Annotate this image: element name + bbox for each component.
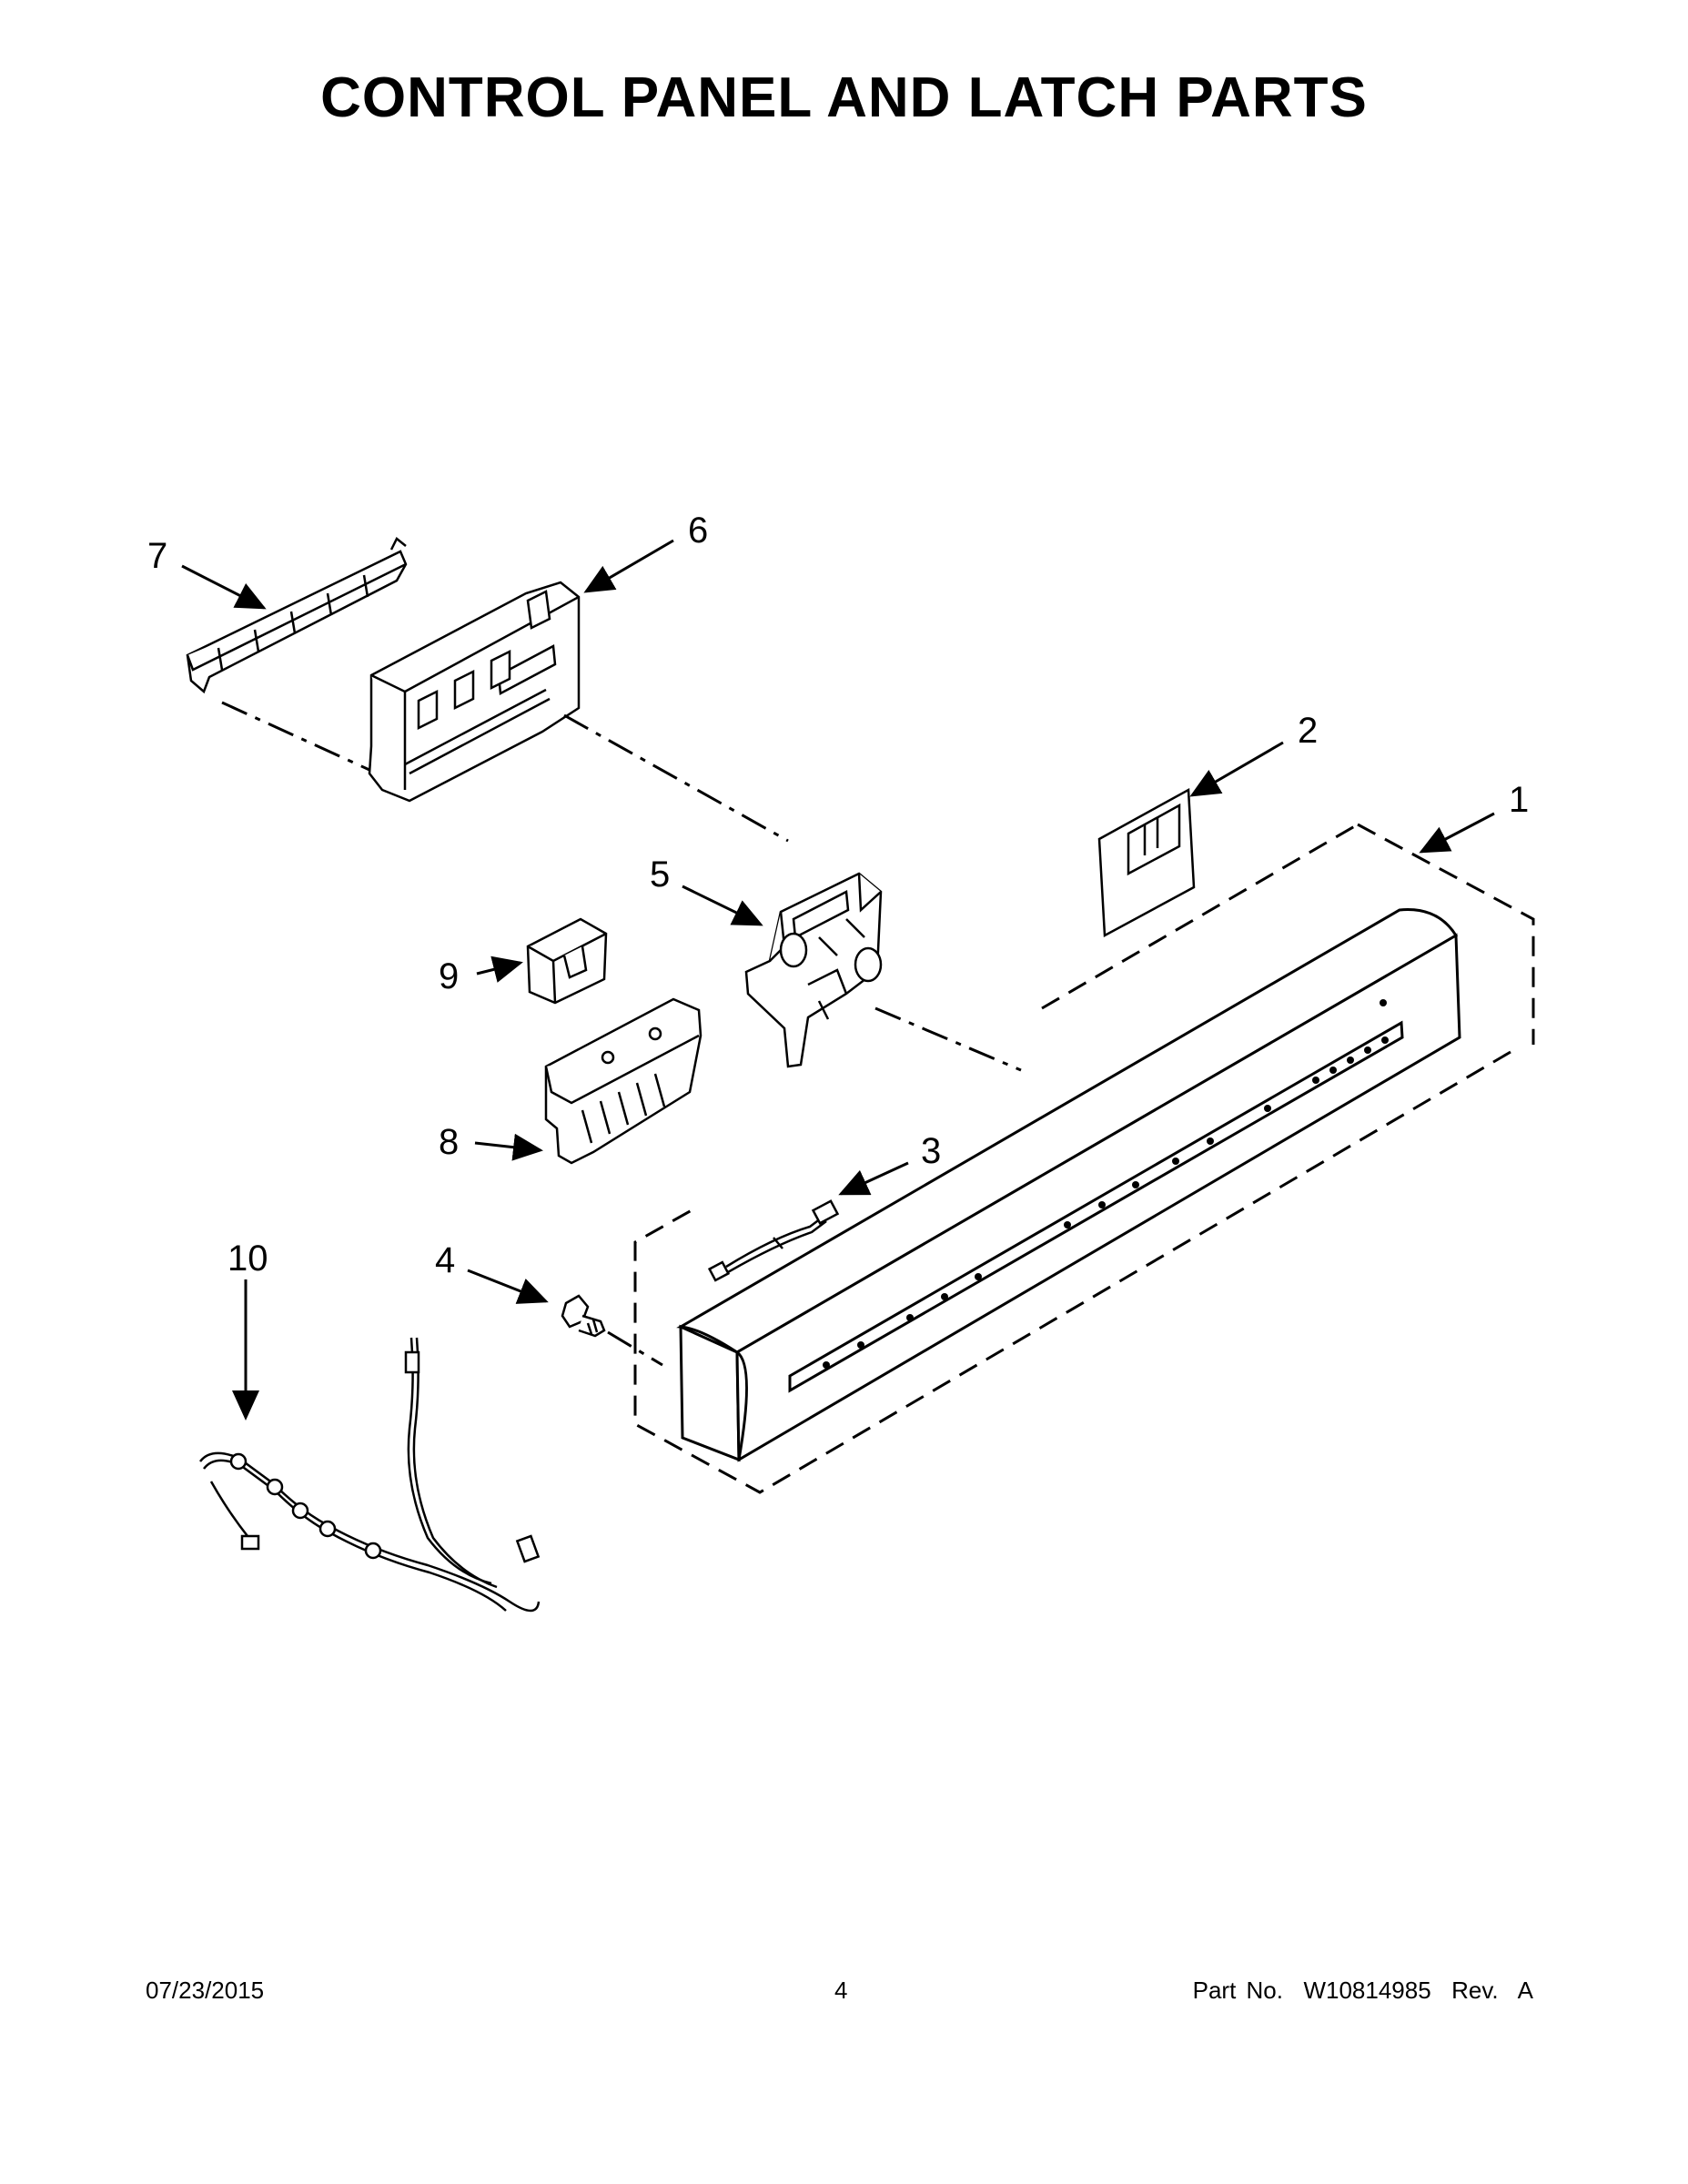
- part-6-housing: [368, 581, 581, 803]
- callout-3: 3: [921, 1131, 941, 1171]
- callout-7: 7: [147, 536, 167, 576]
- callout-arrows: [181, 539, 1495, 1421]
- part-3-wire-lead: [707, 1199, 840, 1282]
- callout-6: 6: [688, 511, 708, 551]
- callout-9: 9: [439, 956, 459, 996]
- part-7-rail: [186, 537, 408, 694]
- part-1-outline: [633, 823, 1535, 1494]
- part-8-module: [544, 997, 702, 1165]
- footer-date: 07/23/2015: [146, 1977, 265, 2004]
- callout-2: 2: [1298, 711, 1318, 751]
- callout-1: 1: [1509, 780, 1529, 820]
- callout-5: 5: [650, 854, 670, 895]
- part-4-screw: [561, 1294, 606, 1338]
- footer-part-number: Part No. W10814985 Rev. A: [1192, 1977, 1533, 2004]
- part-5-latch: [744, 872, 883, 1068]
- part-2-bracket: [1097, 787, 1196, 938]
- part-1-control-panel: [676, 908, 1461, 1462]
- assembly-lines: [221, 701, 1022, 1367]
- callout-10: 10: [227, 1239, 268, 1279]
- page-title: CONTROL PANEL AND LATCH PARTS: [320, 66, 1368, 129]
- part-9-clip: [526, 917, 608, 1005]
- callout-4: 4: [435, 1240, 455, 1280]
- part-10-wire-harness: [199, 1337, 541, 1613]
- footer-page-number: 4: [834, 1977, 848, 2004]
- callout-8: 8: [439, 1122, 459, 1162]
